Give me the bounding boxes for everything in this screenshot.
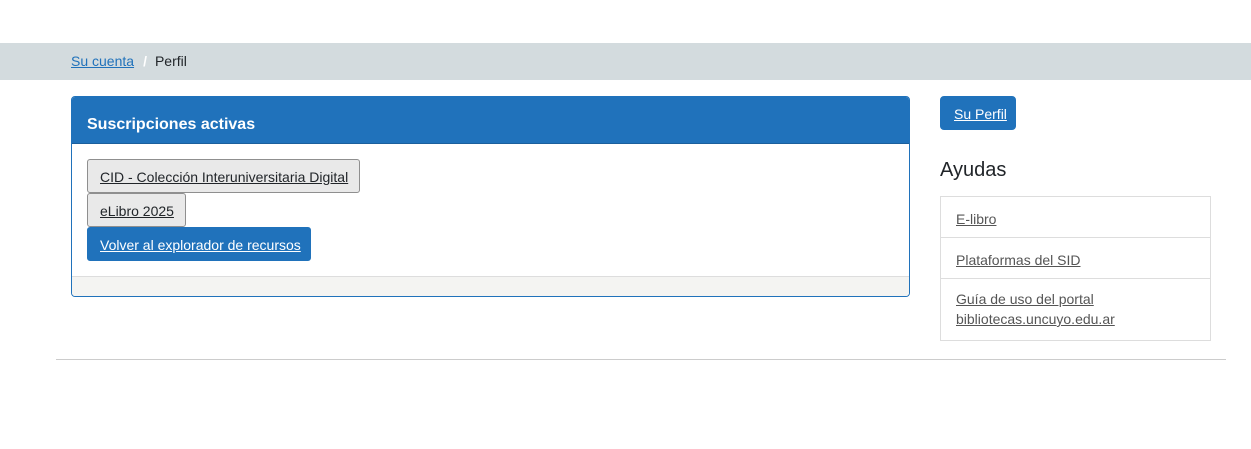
help-list-item: Plataformas del SID [941, 238, 1210, 279]
help-links-list: E-libro Plataformas del SID Guía de uso … [940, 196, 1211, 341]
profile-button[interactable]: Su Perfil [940, 96, 1016, 130]
footer-divider [56, 359, 1226, 360]
breadcrumb-current-profile: Perfil [154, 53, 187, 69]
subscription-button-elibro[interactable]: eLibro 2025 [87, 193, 186, 227]
breadcrumb-bar: Su cuenta / Perfil [0, 43, 1251, 80]
help-link-sid-platforms[interactable]: Plataformas del SID [956, 252, 1081, 268]
help-list-item: Guía de uso del portal bibliotecas.uncuy… [941, 279, 1210, 340]
help-link-elibro[interactable]: E-libro [956, 211, 997, 227]
breadcrumb-separator: / [143, 53, 147, 69]
subscriptions-card-footer [72, 276, 909, 296]
help-link-portal-guide[interactable]: Guía de uso del portal bibliotecas.uncuy… [956, 291, 1115, 327]
help-list-item: E-libro [941, 197, 1210, 238]
subscription-button-cid[interactable]: CID - Colección Interuniversitaria Digit… [87, 159, 360, 193]
subscriptions-card-body: CID - Colección Interuniversitaria Digit… [72, 143, 909, 276]
subscriptions-card: Suscripciones activas CID - Colección In… [71, 96, 910, 297]
subscriptions-card-header: Suscripciones activas [72, 97, 909, 143]
subscriptions-title: Suscripciones activas [87, 116, 256, 133]
breadcrumb: Su cuenta / Perfil [71, 53, 187, 70]
back-to-explorer-button[interactable]: Volver al explorador de recursos [87, 227, 311, 261]
help-title: Ayudas [940, 159, 1007, 181]
breadcrumb-link-account[interactable]: Su cuenta [71, 53, 135, 69]
